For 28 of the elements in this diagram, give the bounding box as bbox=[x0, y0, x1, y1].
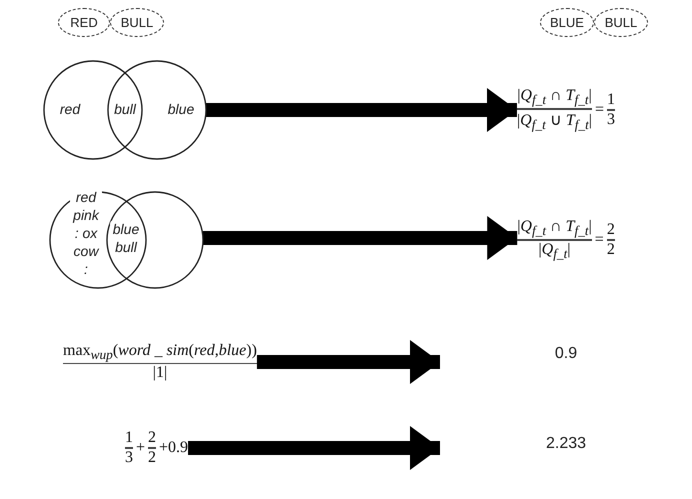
dashed-ellipse-token: BLUE bbox=[540, 8, 594, 37]
numerator: 1 bbox=[124, 429, 133, 448]
result-value: 0.9 bbox=[554, 345, 578, 363]
numerator: 2 bbox=[148, 429, 156, 448]
formula-text: + bbox=[136, 439, 145, 457]
result-value: 2.233 bbox=[544, 435, 588, 453]
denominator: |1| bbox=[152, 364, 168, 382]
numerator: max$_{wup}$(word _ sim(red,blue)) bbox=[63, 342, 257, 363]
formula-text: = bbox=[594, 231, 604, 249]
block-arrow bbox=[256, 340, 440, 384]
denominator: 2 bbox=[606, 240, 615, 259]
numerator: |Q$_{f_t}$ ∩ T$_{f_t}$| bbox=[517, 218, 592, 240]
dashed-ellipse-token: BULL bbox=[594, 8, 648, 37]
numerator: 2 bbox=[606, 221, 615, 240]
denominator: |Q$_{f_t}$ ∪ T$_{f_t}$| bbox=[516, 110, 592, 133]
numerator: |Q$_{f_t}$ ∩ T$_{f_t}$| bbox=[517, 87, 592, 108]
formula-text: = bbox=[595, 101, 604, 119]
denominator: 3 bbox=[124, 448, 133, 467]
block-arrow bbox=[188, 426, 440, 470]
denominator: 3 bbox=[607, 110, 616, 129]
dashed-ellipse-token: BULL bbox=[110, 8, 164, 37]
block-arrow bbox=[203, 216, 518, 260]
block-arrow bbox=[206, 88, 517, 132]
denominator: 2 bbox=[148, 448, 156, 467]
dashed-ellipse-token: RED bbox=[58, 8, 110, 37]
formula-text: +0.9 bbox=[159, 439, 188, 457]
denominator: |Q$_{f_t}$| bbox=[538, 240, 570, 262]
numerator: 1 bbox=[607, 91, 616, 110]
